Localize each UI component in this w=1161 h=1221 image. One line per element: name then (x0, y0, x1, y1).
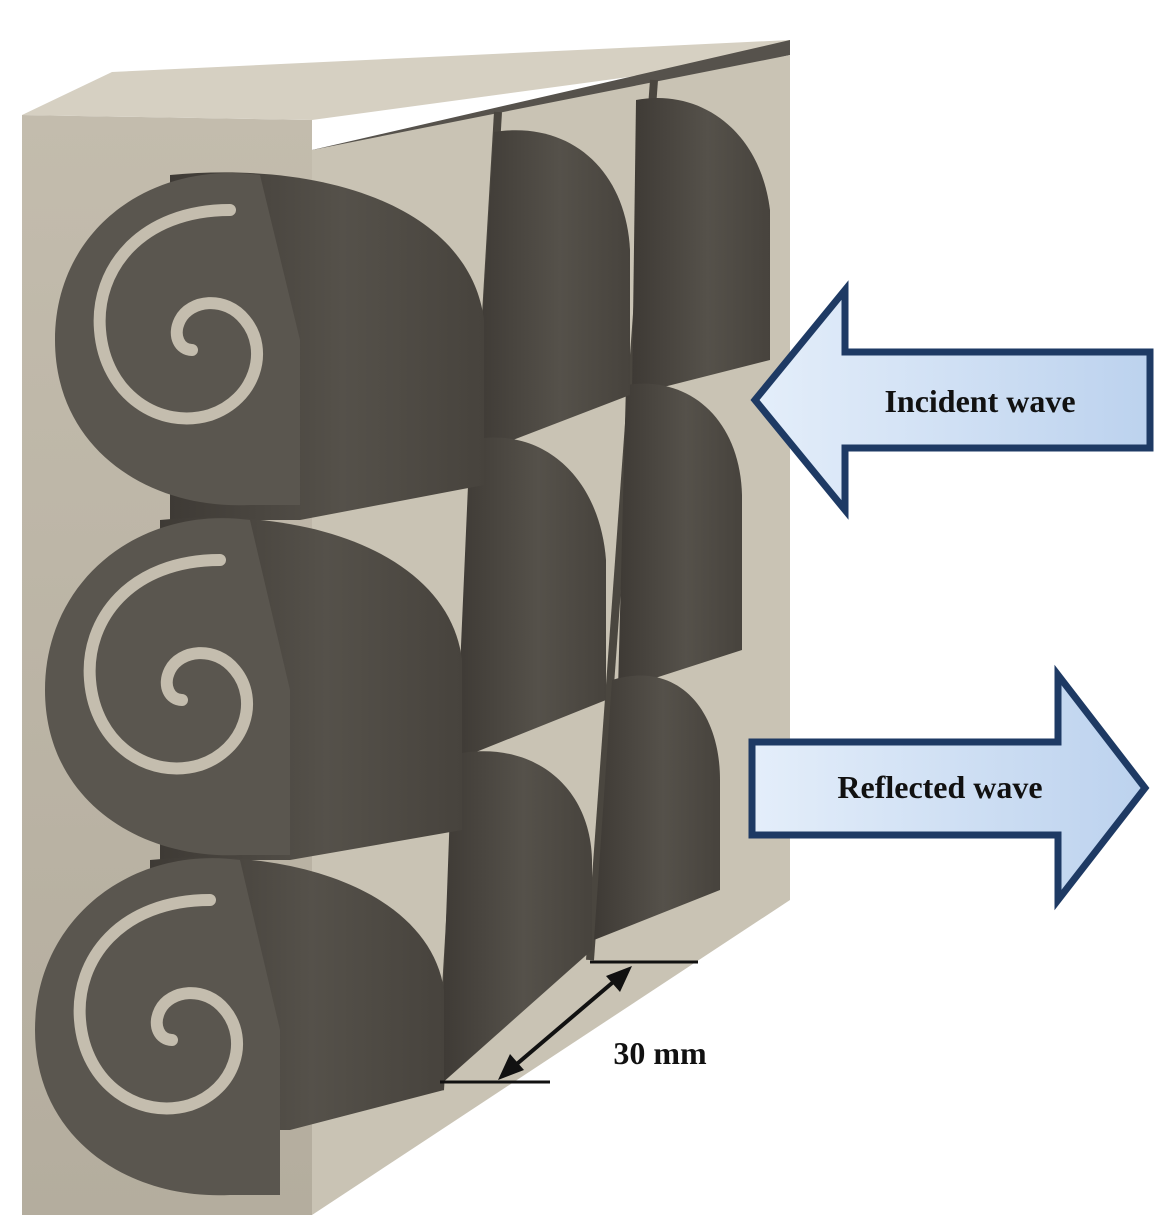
column-2-blocks (440, 130, 630, 1085)
block-r1-c2 (474, 130, 630, 456)
spiral-curl-3 (73, 894, 244, 1115)
column-3-blocks (594, 97, 770, 940)
spiral-1 (55, 172, 300, 506)
block-r2-c3 (618, 383, 742, 690)
reflected-wave-label: Reflected wave (837, 769, 1042, 805)
dimension-arrowhead-top (606, 966, 632, 992)
dimension-arrowhead-bottom (498, 1054, 524, 1080)
dimension-label: 30 mm (613, 1035, 707, 1071)
reflected-arrow-shape (748, 664, 1150, 911)
dimension-annotation: 30 mm (440, 960, 707, 1084)
incident-arrow-shape (750, 280, 1154, 520)
reflected-wave-arrow: Reflected wave (748, 664, 1150, 911)
spiral-curl-2 (83, 554, 254, 775)
panel-top-edge (22, 40, 790, 120)
incident-wave-arrow: Incident wave (750, 280, 1154, 520)
block-r2-c2 (456, 437, 606, 760)
dimension-line (503, 970, 627, 1076)
block-r3-c2 (440, 751, 592, 1085)
incident-wave-label: Incident wave (884, 383, 1075, 419)
block-r3-c3 (594, 675, 720, 940)
spiral-curl-1 (93, 204, 264, 425)
block-r1-c3 (632, 97, 770, 396)
spiral-3 (35, 858, 280, 1196)
spiral-2 (45, 518, 290, 856)
